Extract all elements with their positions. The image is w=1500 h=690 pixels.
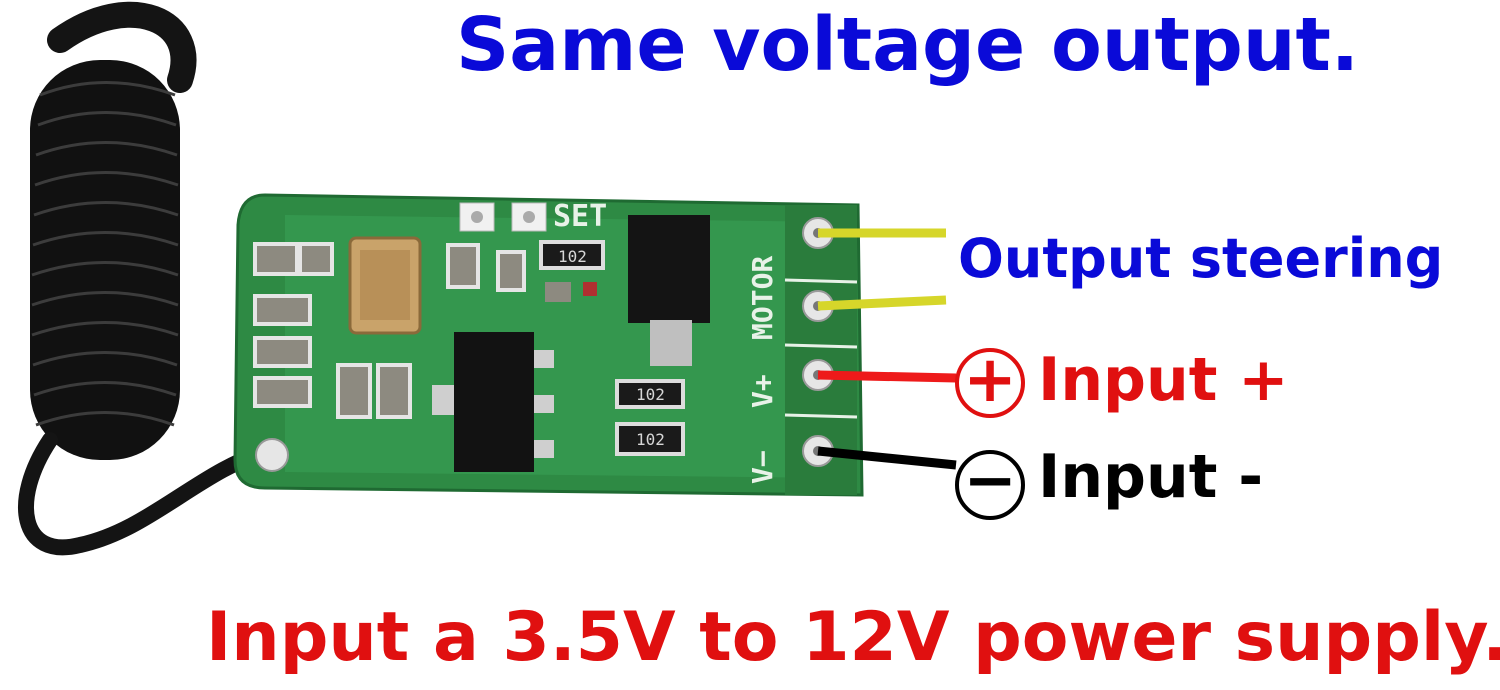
wires (817, 228, 957, 470)
wire-red (817, 370, 957, 383)
antenna-coil (18, 1, 278, 556)
headline: Same voltage output. (456, 2, 1359, 88)
wire-yellow-bottom (817, 295, 947, 311)
silk-motor: MOTOR (746, 256, 779, 340)
label-input-minus: Input - (1038, 442, 1264, 512)
resistor-code-2: 102 (636, 385, 665, 404)
resistor-code-1: 102 (558, 247, 587, 266)
silk-vminus: V− (746, 450, 779, 484)
minus-icon: − (955, 449, 1025, 520)
resistor-code-3: 102 (636, 430, 665, 449)
label-output-steering: Output steering (958, 227, 1444, 290)
footer-caption: Input a 3.5V to 12V power supply. (206, 598, 1500, 677)
plus-icon: + (955, 348, 1025, 418)
silk-set: SET (553, 199, 607, 234)
circuit-board: SET MOTOR V+ V− 102 102 102 (233, 193, 864, 497)
label-input-plus: Input + (1038, 345, 1289, 415)
wire-black (817, 446, 957, 470)
silk-vplus: V+ (746, 374, 779, 408)
